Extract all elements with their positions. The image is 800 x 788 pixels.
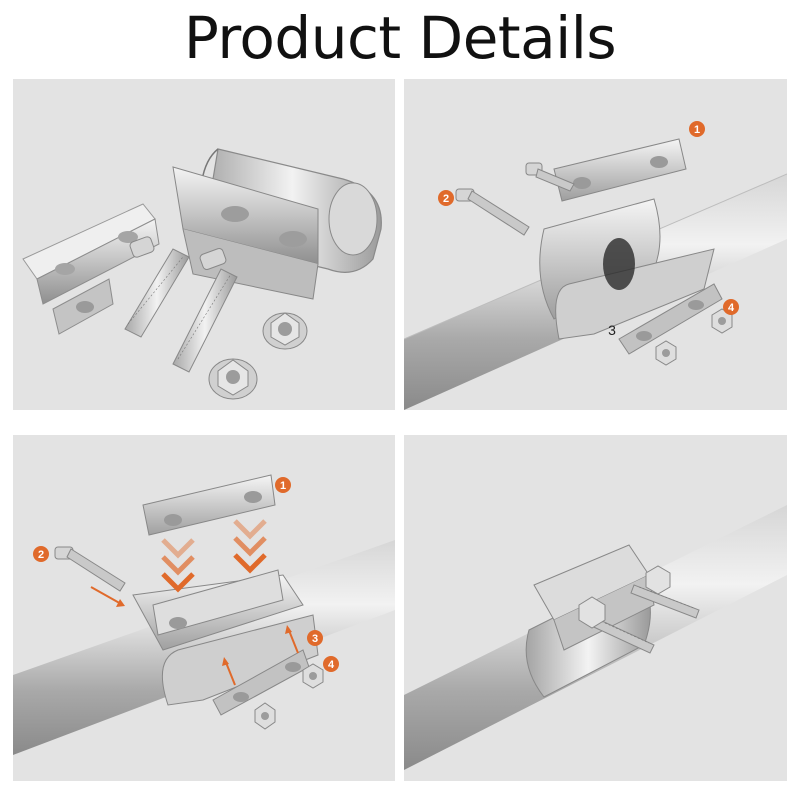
svg-text:3: 3 [608,322,616,338]
flange-nut-icon [302,663,324,689]
bracket-bar-icon [22,203,160,335]
bracket-bar-icon [553,138,687,202]
bracket-bar-icon [142,474,276,536]
flange-nut-icon [254,702,276,730]
bracket-bar-icon [152,569,284,636]
parts-overview-illustration [22,148,382,400]
flange-nut-icon [711,308,733,334]
svg-text:1: 1 [280,480,286,492]
svg-text:4: 4 [728,302,735,314]
step-badge-1: 1 [275,477,291,493]
bolt-icon [124,236,190,338]
bolt-icon [630,584,700,619]
flange-nut-icon [208,358,258,400]
flange-nut-icon [578,596,606,629]
step-badge-2: 2 [438,190,454,206]
arrow-icon [90,586,125,607]
flange-nut-icon [645,565,671,595]
assembly-exploded-illustration: 1 2 3 4 [404,121,787,410]
svg-text:1: 1 [694,124,700,136]
step-label-3: 3 [608,322,616,338]
step-badge-1: 1 [689,121,705,137]
arrow-icon [161,538,195,593]
parts-overview-panel [13,79,395,410]
svg-text:4: 4 [328,659,335,671]
bolt-icon [54,546,126,592]
bracket-bar-icon [618,283,723,355]
step-badge-3: 3 [307,630,323,646]
assembly-finished-illustration [404,505,787,770]
saddle-clamp-icon [172,148,382,300]
step-badge-4: 4 [323,656,339,672]
step-badge-2: 2 [33,546,49,562]
assembly-finished-panel [404,435,787,781]
bolt-icon [525,162,575,192]
assembly-step-arrows-panel: 1 2 3 4 [13,435,395,781]
svg-text:3: 3 [312,633,318,645]
arrow-icon [222,625,299,686]
step-badge-4: 4 [723,299,739,315]
svg-text:2: 2 [38,549,44,561]
page-title: Product Details [183,4,617,72]
arrow-icon [233,519,267,574]
bolt-icon [172,248,238,373]
assembly-arrows-illustration: 1 2 3 4 [13,474,395,755]
assembly-step-exploded-panel: 1 2 3 4 [404,79,787,410]
bolt-icon [455,188,530,236]
flange-nut-icon [262,312,308,350]
svg-text:2: 2 [443,193,449,205]
saddle-clamp-icon [539,198,715,340]
flange-nut-icon [655,340,677,366]
